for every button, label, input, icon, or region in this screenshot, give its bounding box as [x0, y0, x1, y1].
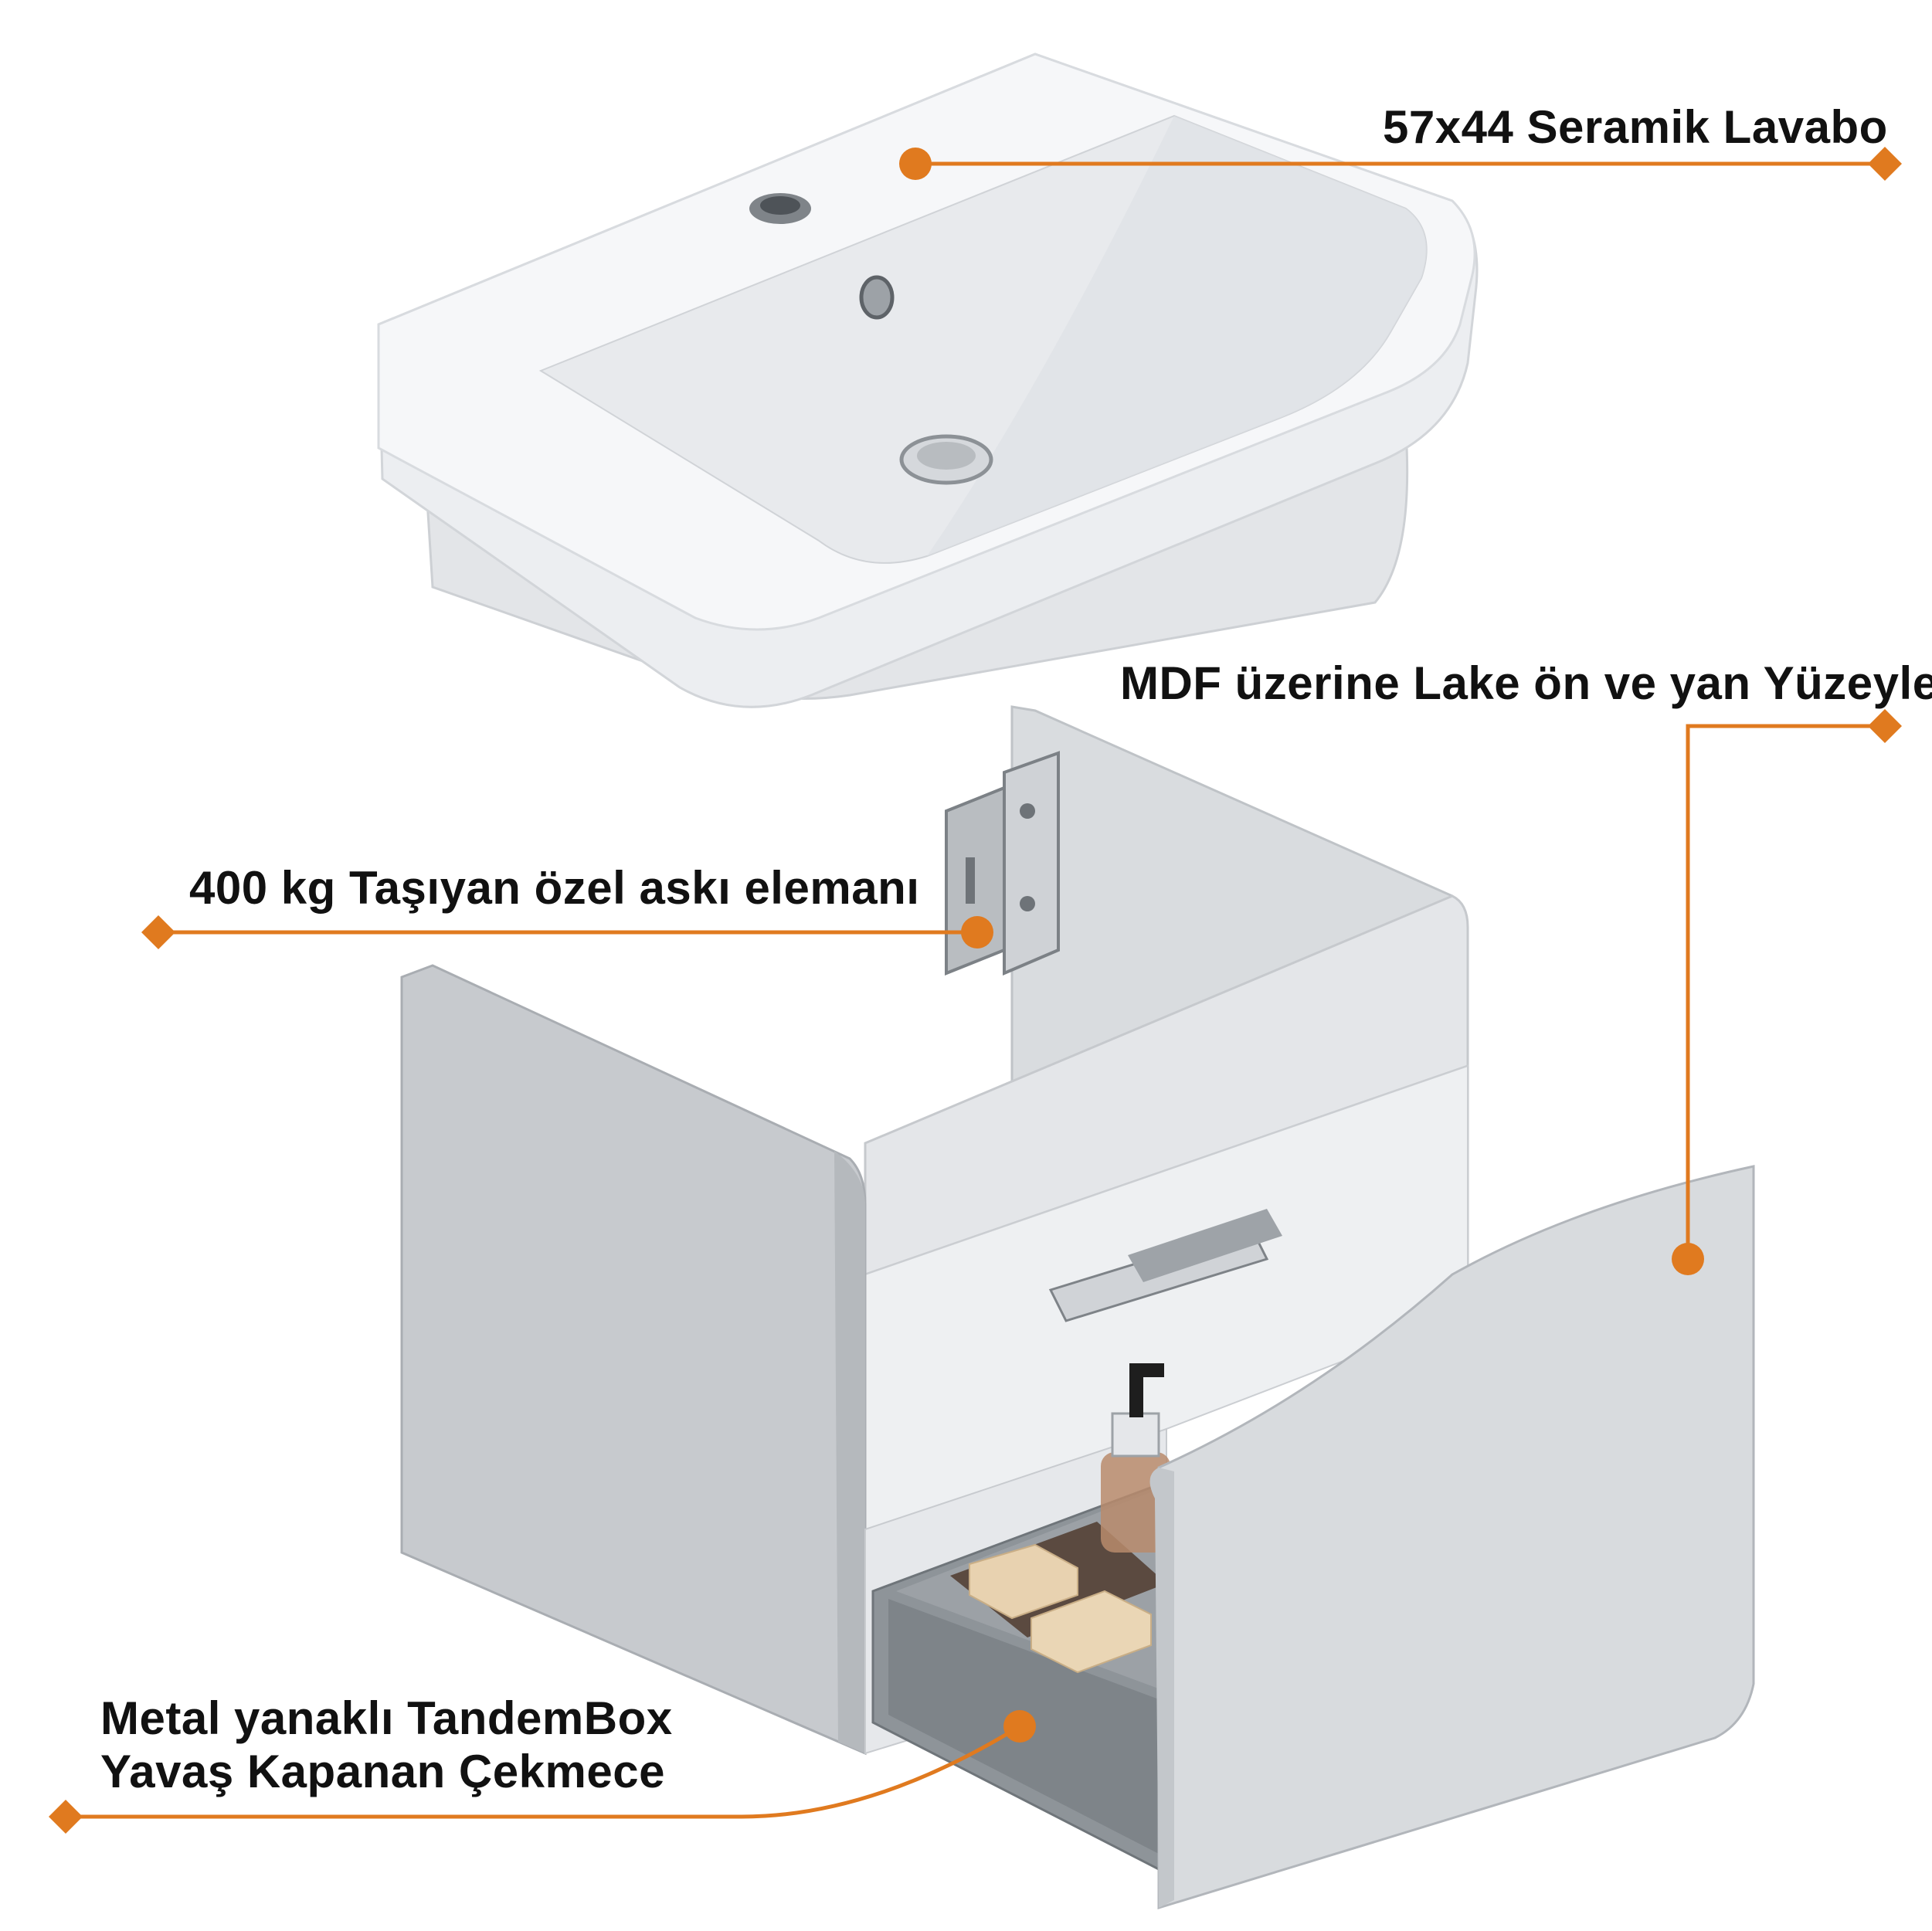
aski-diamond-icon [141, 915, 175, 949]
ceramic-basin [377, 53, 1479, 708]
drawer-label-line1: Metal yanaklı TandemBox [100, 1692, 673, 1744]
mdf-dot [1672, 1243, 1704, 1275]
drawer-diamond-icon [49, 1800, 83, 1834]
vanity-cabinet [400, 705, 1755, 1910]
aski-dot [961, 916, 993, 949]
annotation-markers [49, 147, 1902, 1834]
hanging-bracket [945, 751, 1060, 976]
mdf-diamond-icon [1868, 709, 1902, 743]
lavabo-label: 57x44 Seramik Lavabo [1383, 101, 1888, 153]
mdf-surface-label: MDF üzerine Lake ön ve yan Yüzeyler [1120, 657, 1932, 709]
drawer-label: Metal yanaklı TandemBox Yavaş Kapanan Çe… [100, 1692, 673, 1798]
drawer-front [1149, 1165, 1755, 1910]
lavabo-dot [899, 148, 932, 180]
annotation-leaders [66, 161, 1885, 1819]
drawer-dot [1003, 1710, 1036, 1743]
lavabo-diamond-icon [1868, 147, 1902, 181]
drawer-label-line2: Yavaş Kapanan Çekmece [100, 1746, 665, 1797]
hanging-bracket-label: 400 kg Taşıyan özel askı elemanı [189, 862, 920, 914]
